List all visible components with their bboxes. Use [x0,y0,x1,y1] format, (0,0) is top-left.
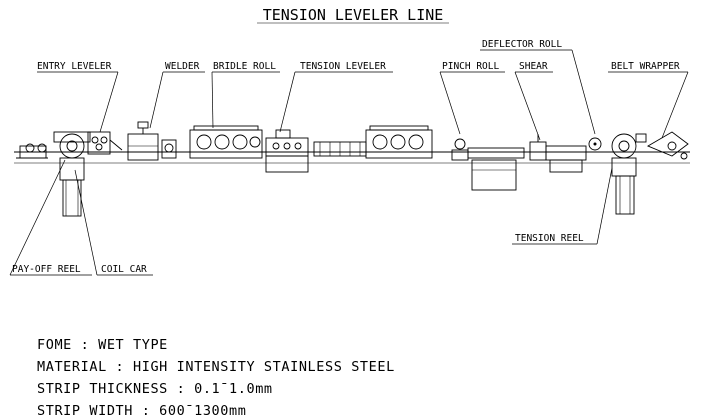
svg-text:PINCH ROLL: PINCH ROLL [442,61,499,72]
spec-material: MATERIAL : HIGH INTENSITY STAINLESS STEE… [37,359,395,375]
svg-text:COIL CAR: COIL CAR [101,264,147,275]
svg-text:PAY-OFF REEL: PAY-OFF REEL [12,264,81,275]
label-belt-wrapper: BELT WRAPPER [608,61,689,139]
svg-text:TENSION REEL: TENSION REEL [515,233,584,244]
label-pay-off-reel: PAY-OFF REEL [9,159,92,276]
svg-text:WELDER: WELDER [165,61,200,72]
spec-strip-width: STRIP WIDTH : 600¯1300mm [37,403,246,419]
label-tension-reel: TENSION REEL [512,167,613,245]
label-pinch-roll: PINCH ROLL [439,61,505,135]
svg-text:BRIDLE ROLL: BRIDLE ROLL [213,61,276,72]
label-tension-leveler: TENSION LEVELER [279,61,393,133]
svg-text:BELT WRAPPER: BELT WRAPPER [611,61,680,72]
diagram-title: TENSION LEVELER LINE [263,6,444,24]
label-deflector-roll: DEFLECTOR ROLL [480,39,596,135]
svg-text:TENSION LEVELER: TENSION LEVELER [300,61,386,72]
label-coil-car: COIL CAR [74,169,153,276]
label-entry-leveler: ENTRY LEVELER [37,61,119,133]
spec-fome: FOME : WET TYPE [37,337,168,353]
svg-text:SHEAR: SHEAR [519,61,548,72]
label-welder: WELDER [149,61,205,129]
specifications: FOME : WET TYPE MATERIAL : HIGH INTENSIT… [37,337,395,419]
spec-strip-thickness: STRIP THICKNESS : 0.1¯1.0mm [37,381,273,397]
svg-text:ENTRY LEVELER: ENTRY LEVELER [37,61,112,72]
label-bridle-roll: BRIDLE ROLL [211,61,280,129]
label-shear: SHEAR [514,61,553,141]
line-machinery [14,121,690,217]
svg-text:DEFLECTOR ROLL: DEFLECTOR ROLL [482,39,562,50]
